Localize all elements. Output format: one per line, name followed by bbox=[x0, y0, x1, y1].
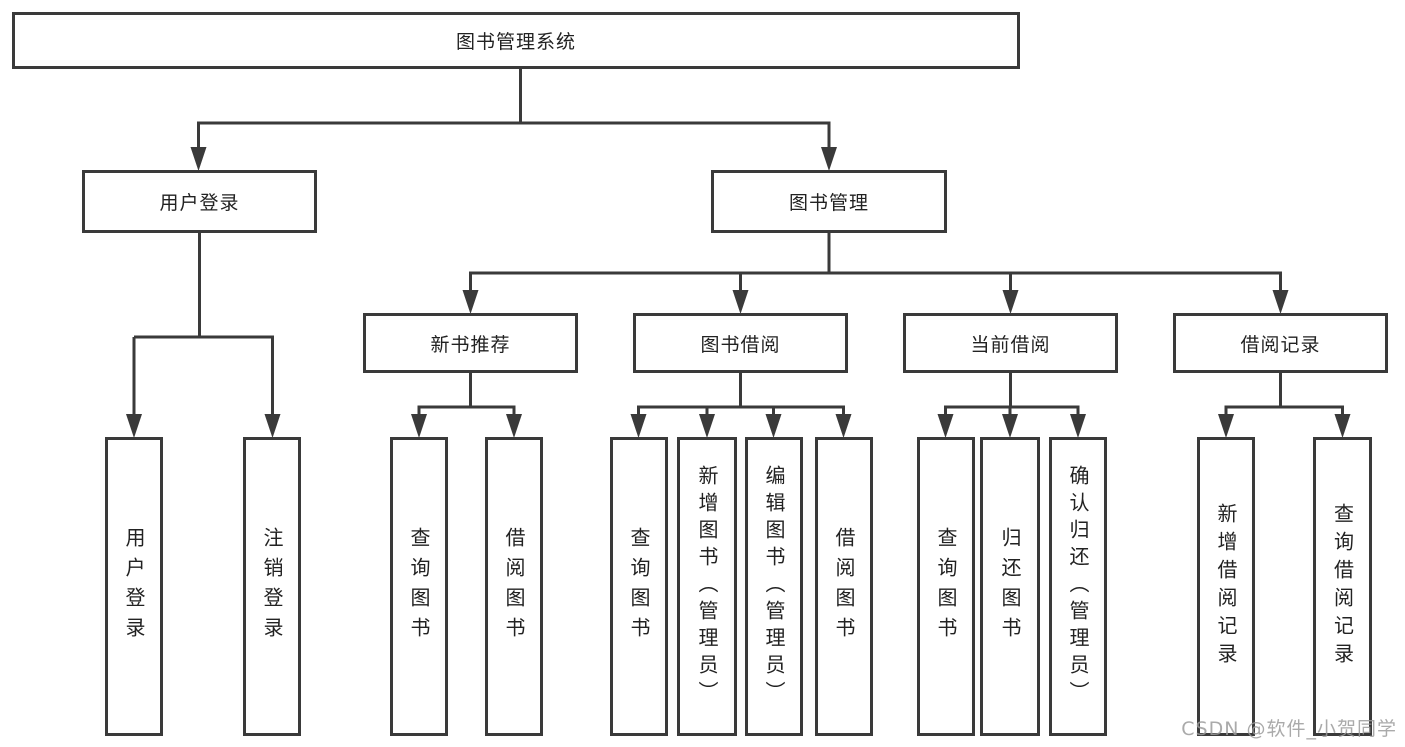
leaf-borrow-edit-books-admin: 编辑图书（管理员） bbox=[745, 437, 803, 736]
leaf-borrow-edit-books-admin-label: 编辑图书（管理员） bbox=[762, 465, 786, 708]
node-borrow-records-label: 借阅记录 bbox=[1240, 333, 1321, 356]
leaf-current-return-books-label: 归还图书 bbox=[998, 526, 1022, 647]
node-book-manage-label: 图书管理 bbox=[788, 192, 869, 214]
leaf-recommend-borrow-books-label: 借阅图书 bbox=[502, 526, 526, 647]
leaf-current-confirm-return-admin-label: 确认归还（管理员） bbox=[1066, 465, 1090, 708]
leaf-current-return-books: 归还图书 bbox=[980, 437, 1040, 736]
leaf-logout: 注销登录 bbox=[243, 437, 301, 736]
node-book-borrow-label: 图书借阅 bbox=[700, 333, 781, 356]
csdn-watermark: CSDN @软件_小贺同学 bbox=[1181, 718, 1397, 740]
leaf-borrow-query-books: 查询图书 bbox=[610, 437, 668, 736]
leaf-recommend-query-books: 查询图书 bbox=[390, 437, 448, 736]
node-current-borrow: 当前借阅 bbox=[903, 313, 1118, 373]
leaf-query-borrow-record-label: 查询借阅记录 bbox=[1330, 502, 1355, 671]
leaf-borrow-add-books-admin: 新增图书（管理员） bbox=[677, 437, 737, 736]
leaf-recommend-query-books-label: 查询图书 bbox=[407, 526, 431, 647]
leaf-borrow-borrow-books: 借阅图书 bbox=[815, 437, 873, 736]
node-user-login: 用户登录 bbox=[82, 170, 317, 233]
leaf-current-query-books: 查询图书 bbox=[917, 437, 975, 736]
node-current-borrow-label: 当前借阅 bbox=[970, 333, 1051, 356]
node-book-borrow: 图书借阅 bbox=[633, 313, 848, 373]
node-new-book-recommend: 新书推荐 bbox=[363, 313, 578, 373]
node-book-manage: 图书管理 bbox=[711, 170, 947, 233]
node-root-system: 图书管理系统 bbox=[12, 12, 1020, 69]
leaf-recommend-borrow-books: 借阅图书 bbox=[485, 437, 543, 736]
leaf-current-query-books-label: 查询图书 bbox=[934, 526, 958, 647]
leaf-user-login: 用户登录 bbox=[105, 437, 163, 736]
leaf-borrow-borrow-books-label: 借阅图书 bbox=[832, 526, 856, 647]
node-new-book-recommend-label: 新书推荐 bbox=[430, 333, 511, 356]
leaf-borrow-add-books-admin-label: 新增图书（管理员） bbox=[695, 465, 719, 708]
leaf-logout-label: 注销登录 bbox=[260, 526, 284, 647]
leaf-user-login-label: 用户登录 bbox=[122, 526, 146, 647]
leaf-add-borrow-record: 新增借阅记录 bbox=[1197, 437, 1255, 736]
leaf-add-borrow-record-label: 新增借阅记录 bbox=[1214, 502, 1238, 671]
leaf-query-borrow-record: 查询借阅记录 bbox=[1313, 437, 1372, 736]
node-root-label: 图书管理系统 bbox=[455, 31, 576, 53]
leaf-borrow-query-books-label: 查询图书 bbox=[627, 526, 651, 647]
node-borrow-records: 借阅记录 bbox=[1173, 313, 1388, 373]
node-user-login-label: 用户登录 bbox=[159, 192, 240, 214]
leaf-current-confirm-return-admin: 确认归还（管理员） bbox=[1049, 437, 1107, 736]
